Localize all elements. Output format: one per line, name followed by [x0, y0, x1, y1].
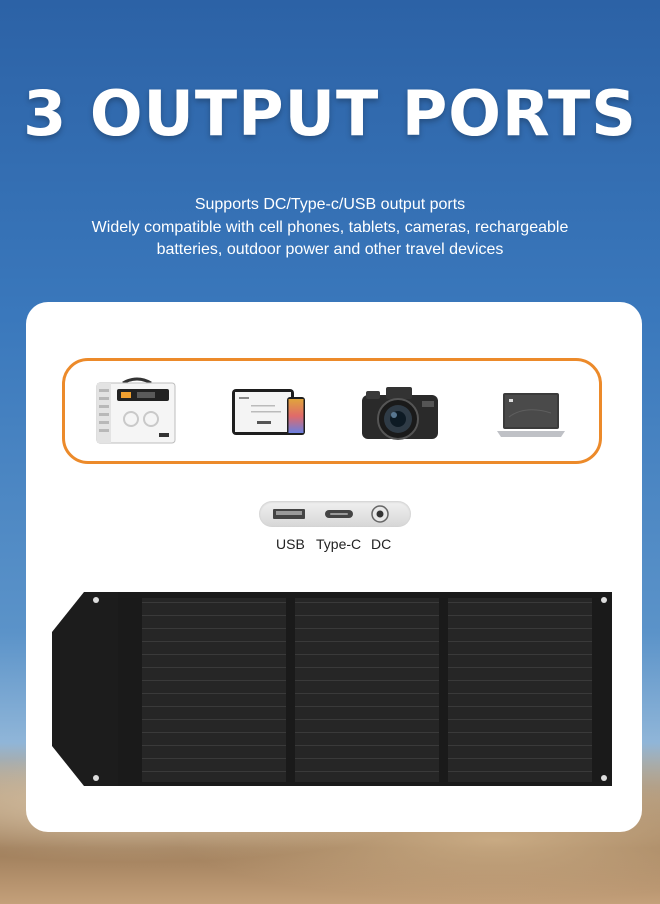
subtitle-line-2: Widely compatible with cell phones, tabl…	[91, 218, 569, 236]
type-c-port-icon	[325, 510, 353, 518]
laptop-icon	[497, 393, 565, 437]
usb-port-icon	[273, 509, 305, 519]
product-card: USB Type-C DC	[26, 302, 642, 832]
dc-label: DC	[371, 536, 392, 552]
subtitle-line-3: batteries, outdoor power and other trave…	[156, 241, 504, 258]
output-ports-bar	[259, 501, 411, 527]
subtitle-line-1: Supports DC/Type-c/USB output ports	[194, 196, 466, 213]
subtitle: Supports DC/Type-c/USB output ports Wide…	[40, 194, 620, 262]
usb-label: USB	[276, 536, 305, 552]
camera-icon	[362, 387, 438, 440]
dc-port-icon	[371, 505, 389, 523]
page-title: 3 OUTPUT PORTS	[23, 77, 637, 150]
power-station-icon	[96, 377, 176, 444]
compatible-devices-strip	[62, 358, 602, 464]
solar-panel-image	[52, 592, 612, 786]
tablet-phone-icon	[232, 389, 305, 435]
type-c-label: Type-C	[316, 536, 362, 552]
